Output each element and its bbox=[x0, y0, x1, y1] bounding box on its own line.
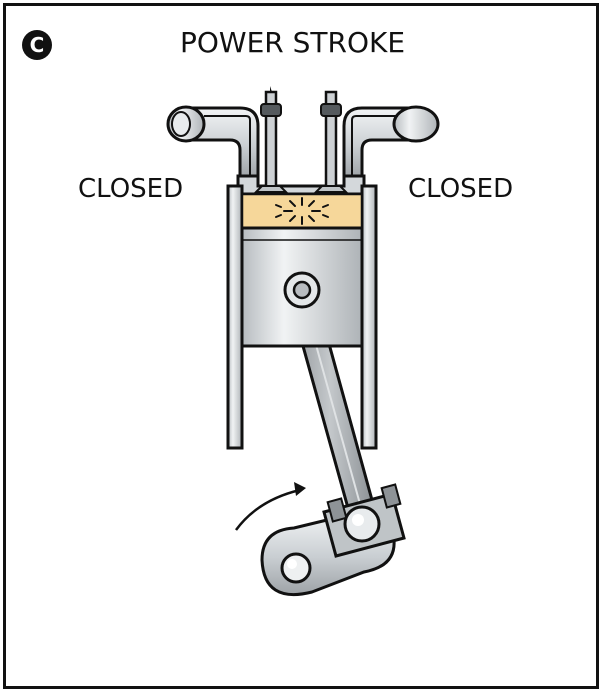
intake-valve-label: CLOSED bbox=[78, 174, 184, 204]
diagram-title: POWER STROKE bbox=[180, 26, 406, 59]
cylinder-walls bbox=[226, 184, 378, 450]
piston bbox=[240, 226, 364, 348]
rod-big-end bbox=[322, 483, 406, 558]
intake-valve bbox=[253, 86, 289, 193]
rotation-arrow-icon bbox=[234, 482, 306, 531]
exhaust-valve bbox=[313, 90, 349, 193]
exhaust-port bbox=[342, 105, 440, 180]
spark-burst-icon bbox=[275, 197, 329, 225]
intake-port bbox=[166, 105, 260, 180]
exhaust-valve-label: CLOSED bbox=[408, 174, 514, 204]
panel-letter-badge: C bbox=[22, 30, 52, 60]
